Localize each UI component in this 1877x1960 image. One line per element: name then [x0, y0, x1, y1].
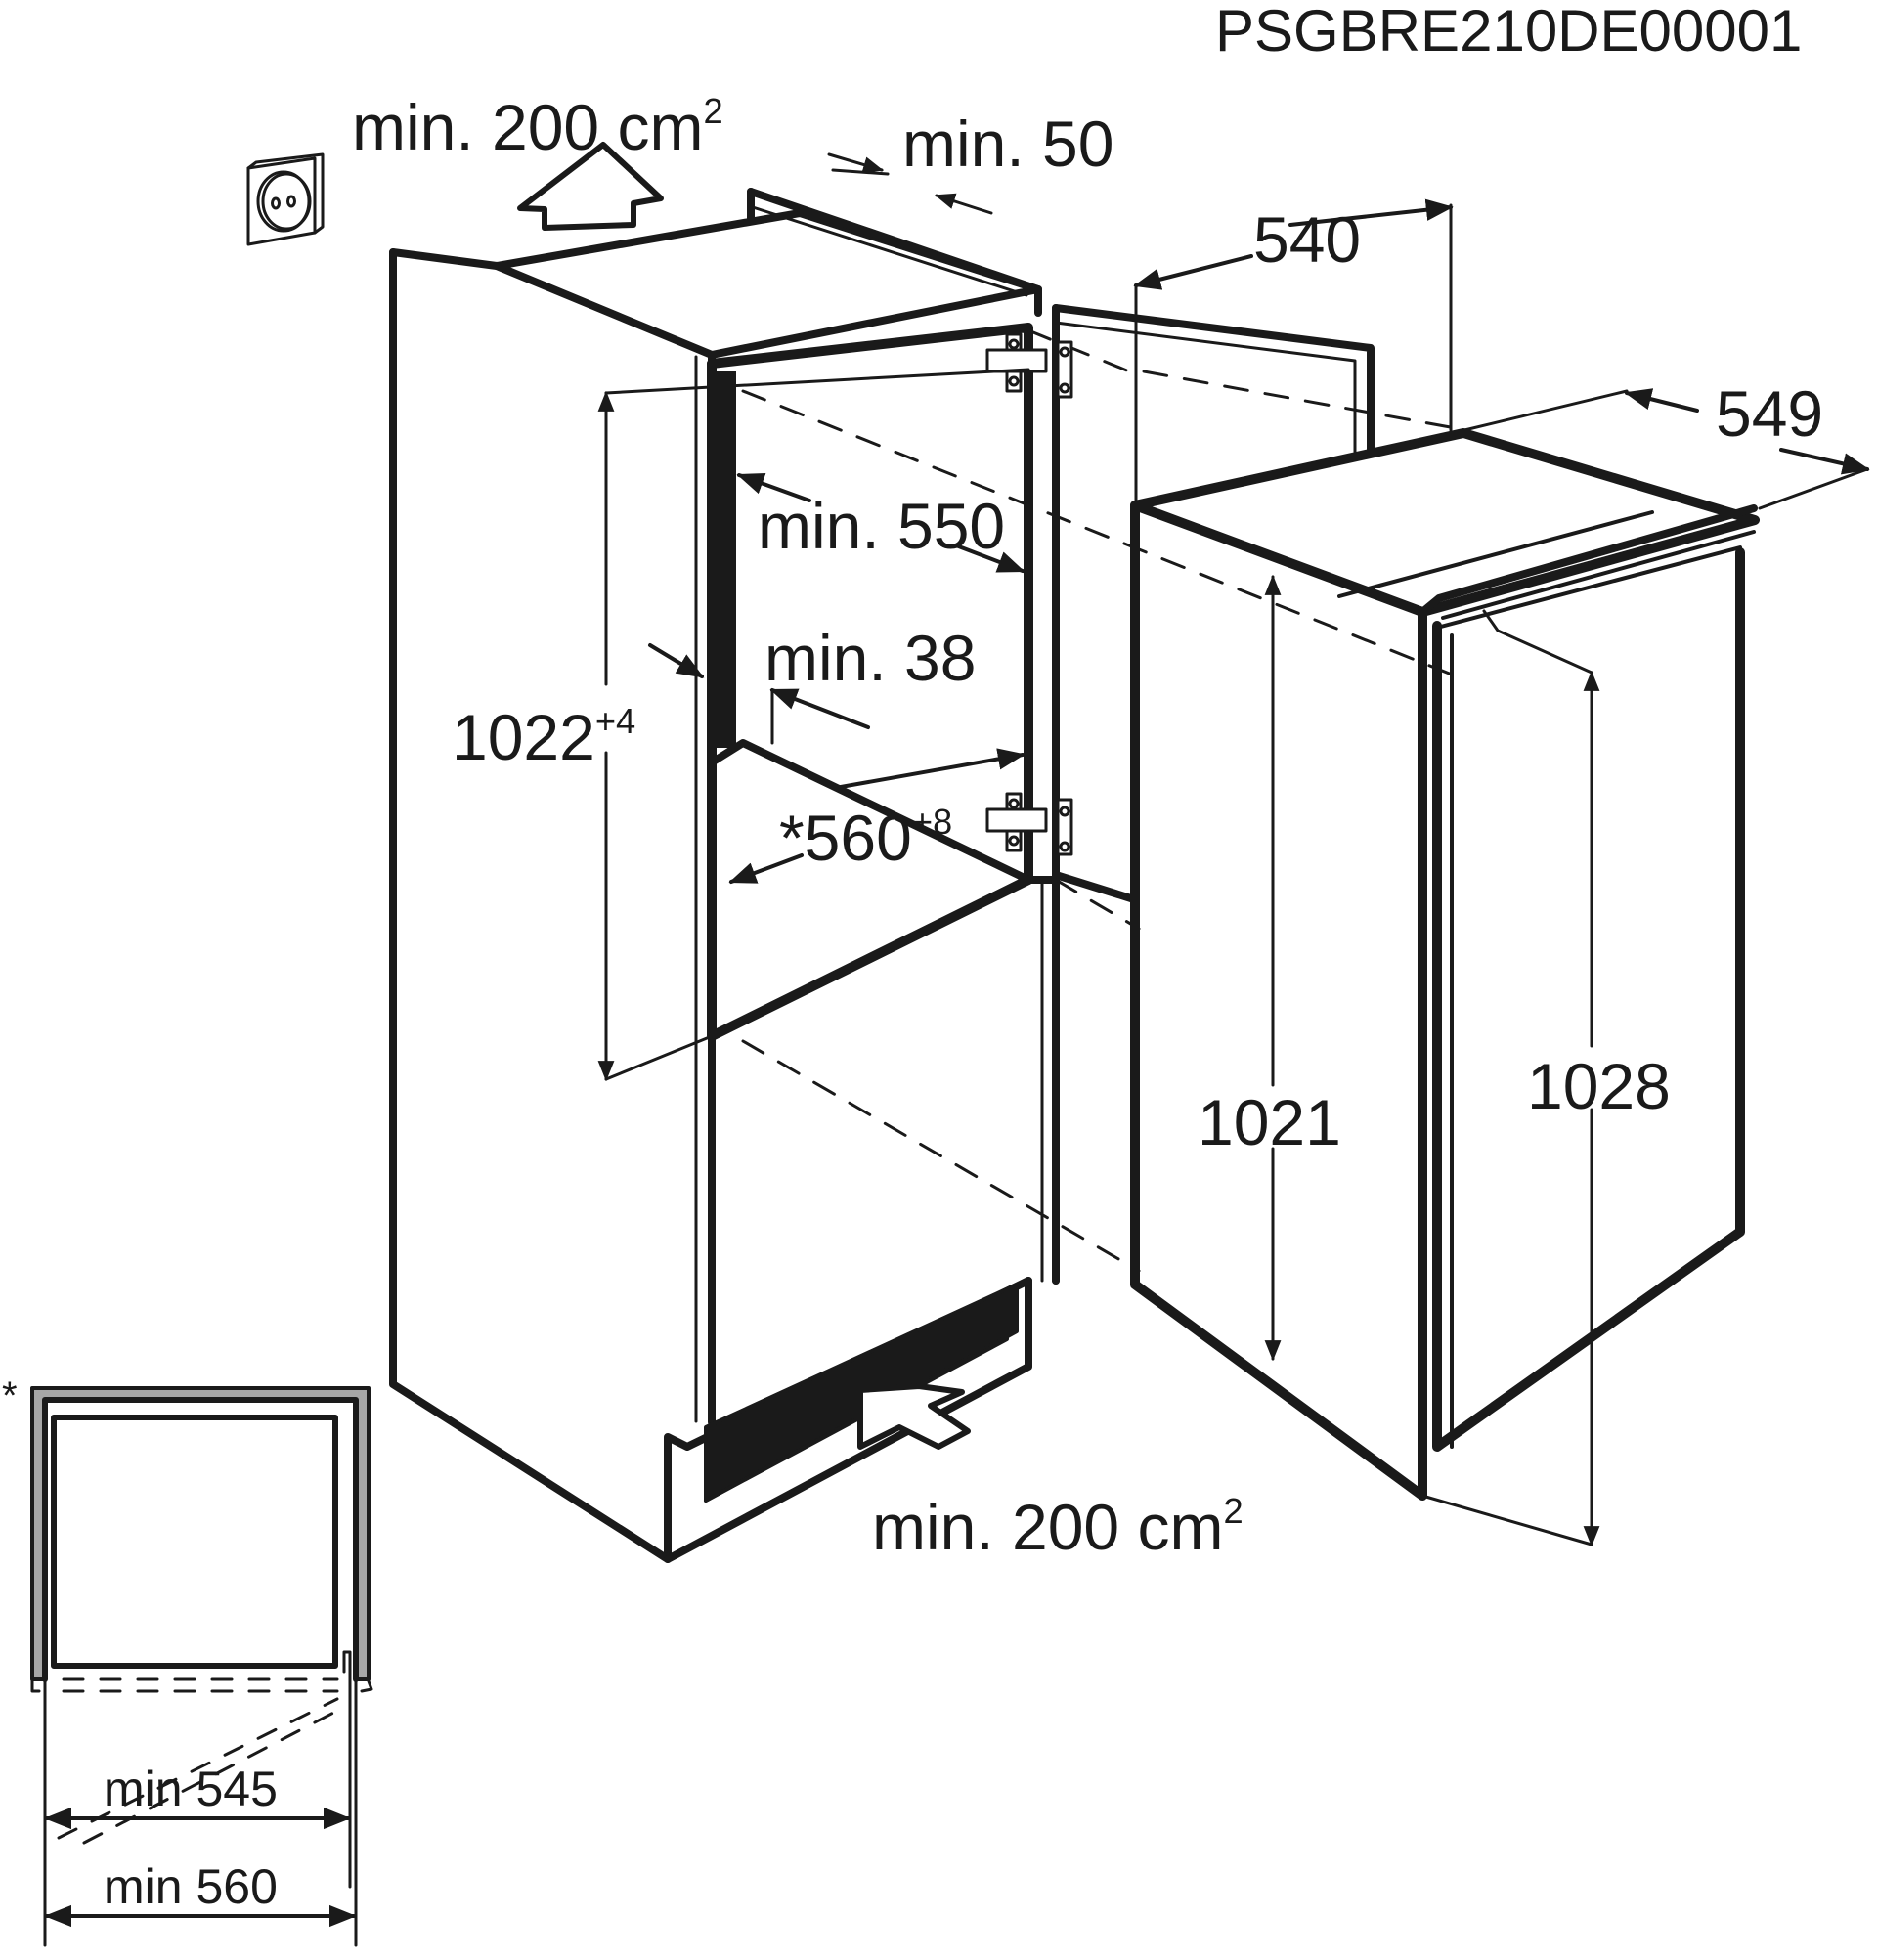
- label-plan-outer: min 560: [104, 1859, 278, 1914]
- label-appliance-total-height: 1028: [1527, 1050, 1671, 1122]
- label-bottom-vent-text: min. 200 cm: [872, 1491, 1224, 1564]
- dim-appliance-width: [1133, 198, 1454, 507]
- label-plan-inner: min 545: [104, 1762, 278, 1816]
- label-niche-height-sup: +4: [594, 701, 636, 741]
- appliance: [1130, 428, 1760, 1501]
- niche-cabinet: [389, 188, 1468, 1563]
- airflow-up-arrow-icon: [517, 142, 664, 231]
- document-code: PSGBRE210DE00001: [1215, 0, 1803, 64]
- label-appliance-body-height: 1021: [1198, 1086, 1341, 1158]
- label-bottom-vent: min. 200 cm2: [872, 1491, 1244, 1559]
- label-niche-width-text: *560: [779, 802, 912, 875]
- hinge-icon: [985, 332, 1073, 399]
- airflow-in-arrow-icon: [857, 1383, 971, 1450]
- label-top-vent: min. 200 cm2: [352, 91, 723, 159]
- label-bottom-vent-sup: 2: [1223, 1491, 1244, 1531]
- label-niche-width: *560+8: [779, 802, 953, 870]
- label-top-gap: min. 50: [902, 108, 1114, 180]
- label-side-panel: min. 38: [764, 622, 977, 694]
- dim-appliance-depth: [1462, 388, 1870, 510]
- label-niche-depth: min. 550: [758, 490, 1006, 562]
- dim-side-panel: [648, 643, 870, 745]
- dim-appliance-total-height: [1420, 609, 1600, 1547]
- plan-view: [30, 1386, 373, 1947]
- label-top-vent-sup: 2: [703, 91, 723, 131]
- label-appliance-depth: 549: [1716, 377, 1824, 450]
- label-niche-width-sup: +8: [911, 802, 953, 842]
- label-niche-height-text: 1022: [452, 701, 595, 774]
- label-niche-height: 1022+4: [452, 701, 636, 769]
- power-socket-icon: [246, 152, 325, 246]
- label-appliance-width: 540: [1253, 203, 1362, 276]
- label-top-vent-text: min. 200 cm: [352, 91, 704, 164]
- dim-top-gap: [827, 152, 993, 215]
- dim-niche-height: [597, 368, 1030, 1082]
- hinge-icon: [985, 792, 1073, 856]
- dim-niche-depth: [736, 473, 1026, 573]
- dim-niche-width: [728, 748, 1026, 884]
- label-plan-note-mark: *: [2, 1374, 18, 1417]
